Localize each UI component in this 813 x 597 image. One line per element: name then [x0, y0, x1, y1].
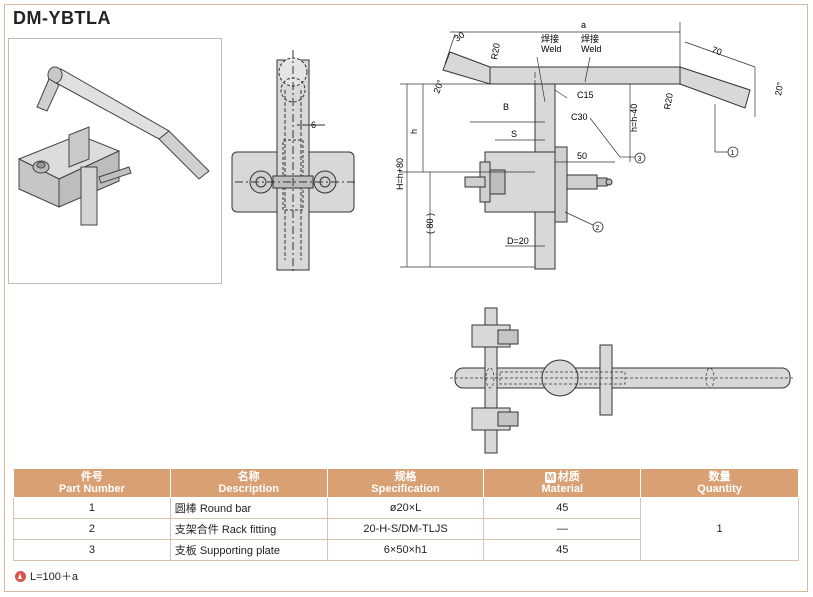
- dim-20deg-left: 20°: [431, 78, 445, 95]
- weld-en-1: Weld: [541, 44, 561, 54]
- dim-c30-label: C30: [571, 112, 588, 122]
- table-row: 2 支架合件 Rack fitting 20-H-S/DM-TLJS —: [13, 518, 799, 540]
- page-title: DM-YBTLA: [13, 8, 111, 28]
- dim-80-label: ( 80 ): [425, 213, 435, 234]
- dim-h-total-label: H=h+80: [395, 158, 405, 190]
- callout-2-circle: [592, 221, 604, 233]
- dim-c15-label: C15: [577, 90, 594, 100]
- cell-spec: ø20×L: [326, 497, 485, 519]
- cell-description: 支架合件 Rack fitting: [169, 518, 328, 540]
- cell-material: 45: [483, 539, 642, 561]
- callout-2-label: 2: [596, 225, 600, 232]
- weld-cn-1: 焊接: [541, 33, 559, 44]
- dim-70-label: 70: [710, 44, 723, 57]
- page-frame: [4, 4, 808, 592]
- cell-part: 2: [13, 518, 171, 540]
- isometric-drawing: [17, 66, 210, 226]
- top-view-drawing: [450, 307, 795, 454]
- dim-6-label: 6: [311, 120, 316, 130]
- cell-material: 45: [483, 497, 642, 519]
- cell-material: —: [483, 518, 642, 540]
- dim-s-label: S: [511, 129, 517, 139]
- side-view-drawing: 6: [231, 50, 355, 274]
- callout-3-circle: [634, 152, 646, 164]
- cell-part: 3: [13, 539, 171, 561]
- dim-a-label: a: [581, 20, 586, 30]
- cell-description: 圆棒 Round bar: [169, 497, 328, 519]
- dim-50-label: 50: [577, 151, 587, 161]
- front-view-drawing: 30 R20 a 焊接 Weld 焊接 Weld 70 20° 20° R20 …: [395, 20, 785, 270]
- material-icon: M: [544, 471, 556, 483]
- length-note-text: L=100＋a: [30, 571, 79, 583]
- dim-h-label: h: [409, 129, 419, 134]
- cell-spec: 6×50×h1: [326, 539, 485, 561]
- weld-en-2: Weld: [581, 44, 601, 54]
- dim-20deg-right: 20°: [773, 81, 785, 97]
- dim-r20-top-label: R20: [489, 42, 502, 60]
- length-note: L=100＋a: [15, 568, 78, 584]
- isometric-view: [8, 38, 222, 284]
- table-row: 3 支板 Supporting plate 6×50×h1 45: [13, 539, 799, 561]
- cell-quantity: 1: [640, 497, 799, 561]
- dim-r20-right: R20: [662, 92, 675, 110]
- dim-b-label: B: [503, 102, 509, 112]
- table-row: 1 圆棒 Round bar ø20×L 45 1: [13, 497, 799, 561]
- cell-part: 1: [13, 497, 171, 519]
- weld-cn-2: 焊接: [581, 33, 599, 44]
- dim-h40-label: h=h-40: [629, 104, 639, 132]
- cell-description: 支板 Supporting plate: [169, 539, 328, 561]
- callout-1-label: 1: [731, 150, 735, 157]
- warning-icon: [15, 570, 26, 582]
- dim-d-label: D=20: [507, 236, 529, 246]
- callout-3-label: 3: [638, 156, 642, 163]
- cell-spec: 20-H-S/DM-TLJS: [326, 518, 485, 540]
- dim-30-label: 30: [452, 30, 466, 44]
- callout-1-circle: [727, 146, 739, 158]
